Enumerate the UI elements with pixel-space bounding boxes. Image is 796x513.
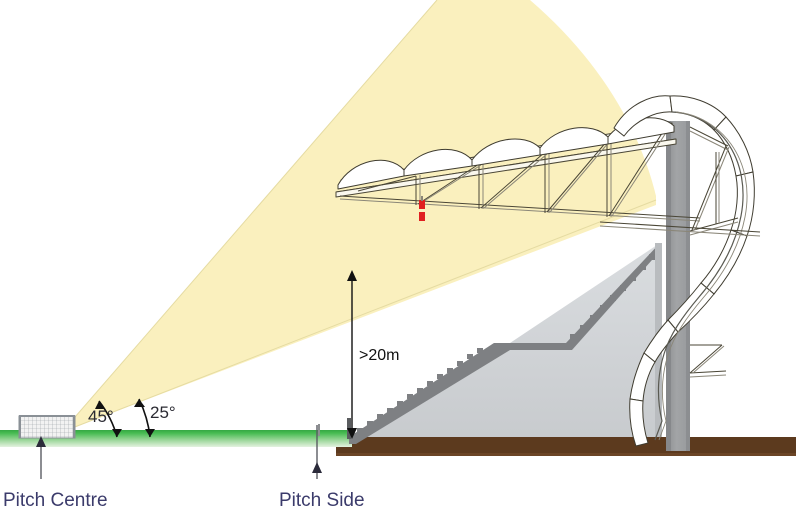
pitch-side-marker bbox=[312, 425, 322, 479]
pitch-side-label: Pitch Side bbox=[279, 490, 365, 511]
seating-bowl bbox=[349, 243, 662, 444]
angle-arrowheads bbox=[95, 399, 155, 437]
pitch-centre-label: Pitch Centre bbox=[3, 490, 108, 511]
pitch-grass bbox=[0, 430, 352, 447]
angle-label-45: 45° bbox=[88, 407, 114, 426]
light-beam bbox=[61, 0, 657, 433]
floodlight-fixture bbox=[419, 196, 425, 221]
pitch-centre-marker bbox=[36, 436, 46, 479]
facade-arch bbox=[599, 95, 761, 447]
angle-label-25: 25° bbox=[150, 403, 176, 422]
height-label: >20m bbox=[359, 347, 399, 364]
support-column bbox=[666, 121, 690, 451]
ground-strip bbox=[336, 437, 796, 456]
goal bbox=[18, 415, 76, 439]
roof-truss bbox=[335, 117, 701, 222]
height-dimension-arrow bbox=[347, 270, 357, 439]
